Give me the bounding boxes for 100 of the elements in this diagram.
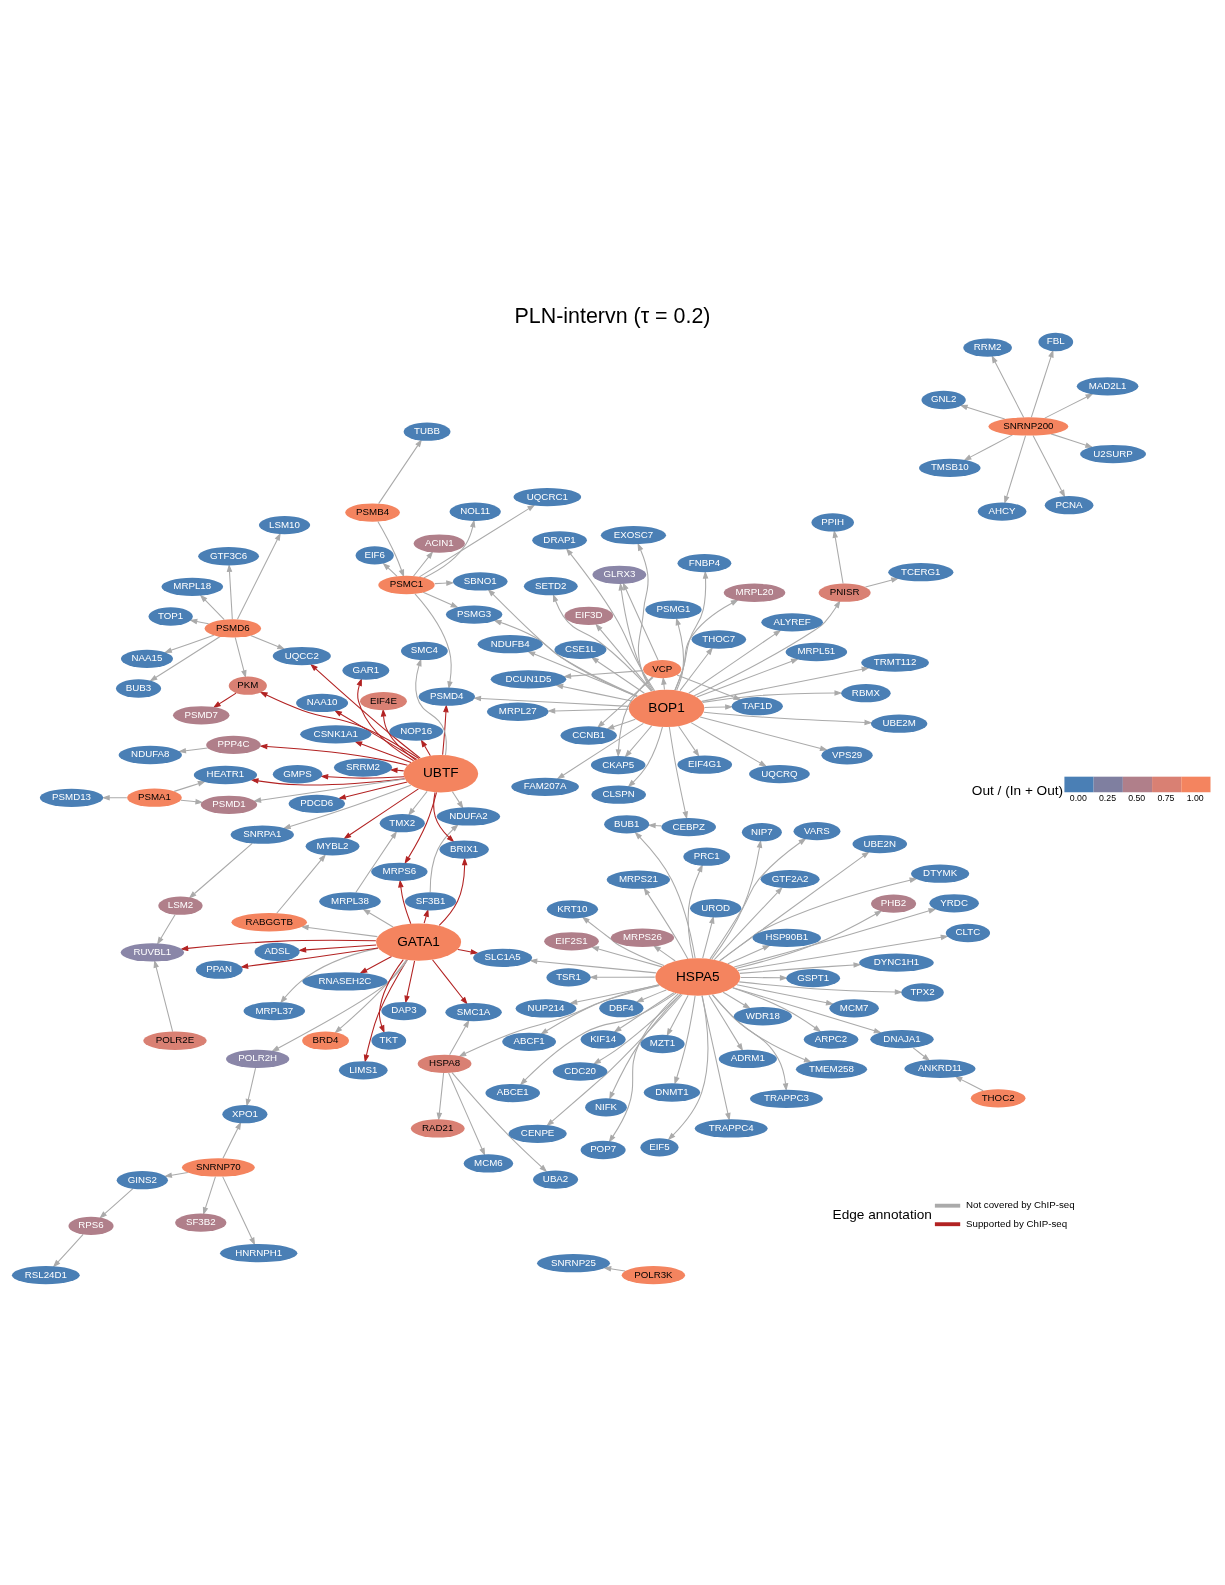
node-ellipse: PSMB4 [345,502,400,522]
node-ellipse: PHB2 [871,894,917,913]
node-ellipse: HSPA8 [417,1054,472,1073]
node-ellipse: SRRM2 [333,757,393,777]
arrow [615,676,653,757]
arrow [736,983,834,1005]
node-ellipse: RBMX [841,683,891,702]
node-ellipse: VCP [643,659,682,678]
arrow [708,994,744,1051]
node-ellipse: POLR3K [621,1265,686,1284]
arrow [493,619,639,697]
node-ellipse: MRPL27 [486,702,549,721]
arrow [702,915,715,959]
arrow [253,778,406,803]
arrow [713,886,783,960]
arrow [618,581,654,691]
arrow [250,777,406,785]
node-ellipse: MRPL38 [319,891,381,911]
label: Edge annotation [832,1206,932,1222]
node-ellipse: EIF5 [640,1137,679,1156]
node-ellipse: UQCC2 [272,646,331,665]
arrow [595,623,653,691]
node-ellipse: SETD2 [523,576,578,595]
node-ellipse: PRC1 [683,847,731,866]
node-ellipse: SBNO1 [452,571,508,591]
node-ellipse: NAA10 [296,693,349,712]
node-ellipse: PSMD6 [204,618,262,638]
label: 0.75 [1157,792,1175,803]
arrow [431,958,468,1005]
node-ellipse: MRPL51 [785,642,848,661]
arrow [212,692,237,708]
node-ellipse: TMSB10 [919,458,981,477]
arrow [234,636,247,678]
node-ellipse: RAD21 [410,1118,465,1138]
node-ellipse: CLSPN [591,785,646,804]
node-ellipse: PSMD1 [200,795,258,814]
node-ellipse: NDUFA8 [118,745,182,764]
arrow [711,839,763,960]
node-ellipse: GATA1 [376,922,462,961]
arrow [1032,434,1066,498]
arrow [442,703,449,755]
node-ellipse: DRAP1 [532,530,587,549]
arrow [52,1233,84,1268]
arrow [343,787,419,839]
node-ellipse: TUBB [403,422,451,441]
arrow [624,724,653,758]
arrow [597,676,654,728]
arrow [377,520,405,578]
arrow [661,676,667,690]
node-ellipse: LIMS1 [338,1060,388,1079]
arrow [163,634,215,653]
node-ellipse: LSM10 [258,515,311,534]
node-ellipse: POLR2H [225,1049,290,1068]
arrow [703,711,873,725]
node-ellipse: PKM [228,676,267,695]
arrow [608,992,679,1143]
node-ellipse: FBL [1038,332,1074,351]
arrow [606,718,636,729]
arrow [436,1071,445,1121]
arrow [163,1171,189,1178]
node-ellipse: NDUFA2 [436,806,501,826]
node-ellipse: GMPS [272,764,323,783]
arrow [592,993,682,1064]
node-ellipse: MRPL37 [243,1001,306,1020]
arrow [733,907,937,968]
node-ellipse: ALYREF [761,612,823,631]
arrow [1050,432,1094,448]
arrow [178,747,209,753]
node-ellipse: VARS [793,821,841,840]
arrow [555,683,633,702]
node-ellipse: DAP3 [381,1001,427,1020]
node-ellipse: HNRNPH1 [220,1243,298,1262]
node-ellipse: MCM6 [463,1153,514,1173]
arrow [300,924,378,937]
node-ellipse: MRPL20 [723,583,786,602]
node-ellipse: MZT1 [640,1034,685,1053]
node-ellipse: GLRX3 [592,565,647,584]
arrow [473,695,630,707]
node-ellipse: PSMD7 [173,705,230,724]
node-ellipse: TRAPPC4 [694,1118,768,1138]
arrow [153,959,174,1032]
node-ellipse: ARPC2 [803,1029,859,1049]
arrow [156,913,176,945]
label: Out / (In + Out) [971,782,1064,798]
arrow [627,725,663,787]
arrow [740,974,788,981]
node-ellipse: UBA2 [533,1169,579,1189]
arrow [415,657,447,756]
arrow [378,958,404,1033]
arrow [408,790,428,816]
node-ellipse: PCNA [1044,495,1094,514]
node-ellipse: RRM2 [963,338,1012,357]
node-ellipse: GAR1 [342,660,390,680]
node-ellipse: NOP16 [389,721,444,741]
arrow [298,944,377,953]
arrow [356,677,415,761]
arrow [412,550,434,577]
arrow [245,1067,257,1107]
node-ellipse: DNMT1 [643,1082,701,1102]
arrow [675,616,685,691]
